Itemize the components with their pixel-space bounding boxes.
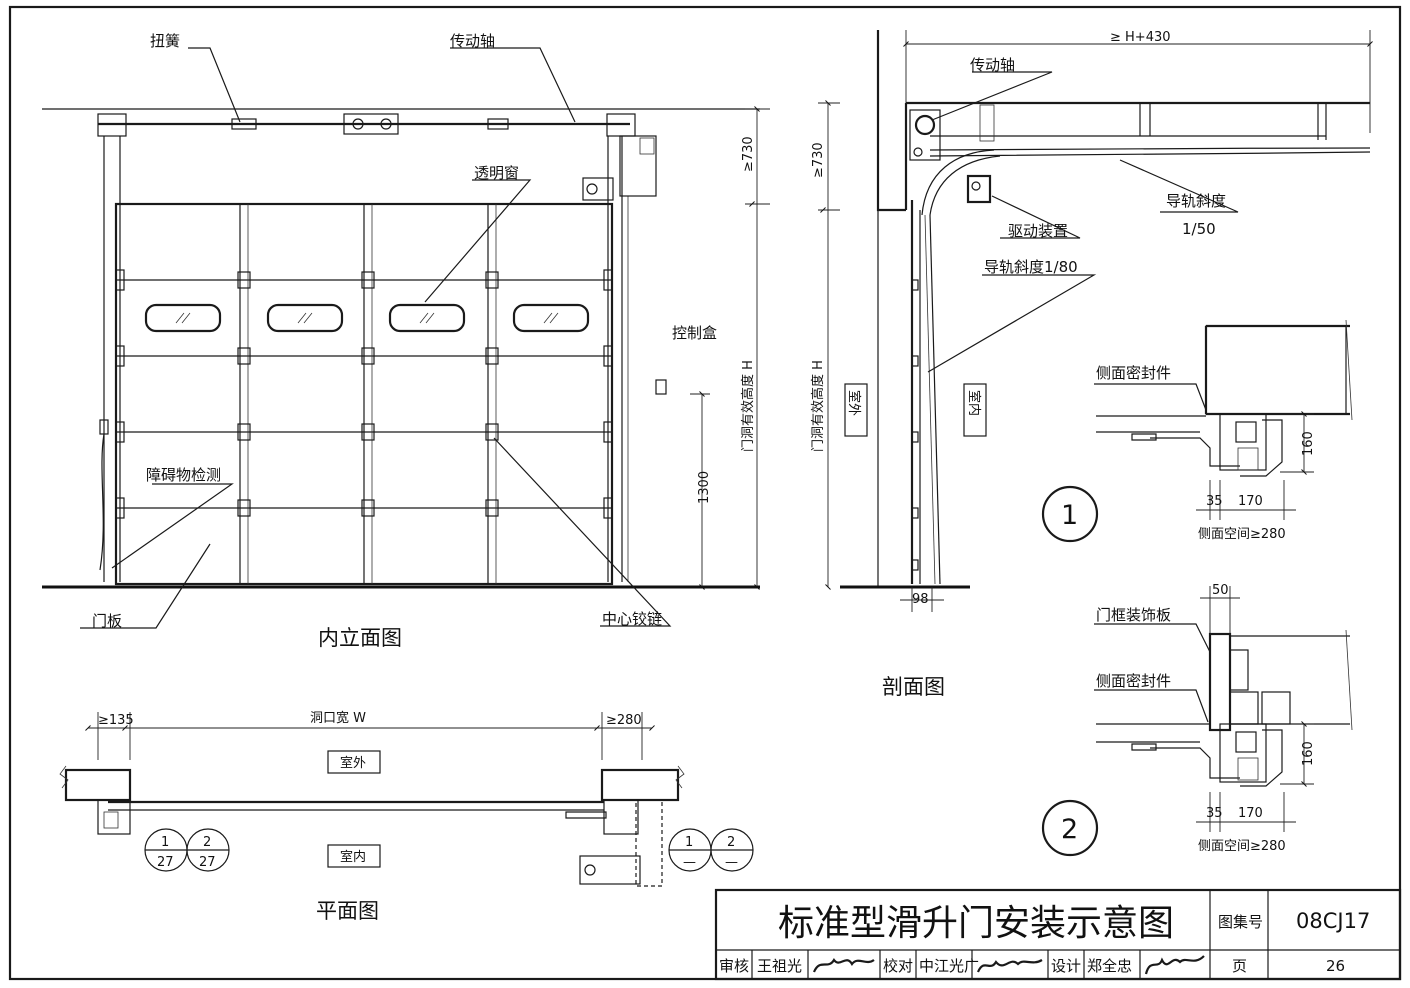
detail-2-dim-170: 170 [1238, 806, 1263, 821]
section-drive-shaft [914, 114, 936, 136]
label-panel: 门板 [92, 612, 122, 630]
plan-dim-left: ≥135 [98, 713, 134, 728]
detail-2-dim-35: 35 [1206, 806, 1223, 821]
section-label-track-slope-value: 1/50 [1182, 220, 1216, 238]
svg-text:1: 1 [685, 835, 693, 850]
label-torsion-spring: 扭簧 [150, 32, 180, 50]
section-label-drive-shaft: 传动轴 [970, 56, 1015, 74]
plan-ref-4: 2 — [710, 828, 754, 872]
drive-unit [619, 135, 657, 197]
detail-2-dim-50: 50 [1212, 583, 1229, 598]
detail-2-trim-label: 门框装饰板 [1096, 606, 1171, 624]
plan-dim-right: ≥280 [606, 713, 642, 728]
detail-1: 1 侧面密封件 160 35 170 侧面空间≥280 [1041, 319, 1353, 543]
detail-2-seal-label: 侧面密封件 [1096, 672, 1171, 690]
title-main: 标准型滑升门安装示意图 [778, 903, 1174, 944]
section-inside-box [963, 383, 987, 437]
label-obstacle: 障碍物检测 [146, 466, 221, 484]
detail-1-dim-35: 35 [1206, 494, 1223, 509]
dim-h430: ≥ H+430 [1110, 30, 1171, 45]
detail-2-space: 侧面空间≥280 [1198, 839, 1286, 854]
title-review-label: 审核 [719, 957, 749, 975]
detail-1-number: 1 [1061, 500, 1078, 531]
sheet-border [8, 5, 1402, 981]
detail-2: 2 50 门框装饰板 侧面密封件 160 35 170 侧面空间≥280 [1041, 583, 1353, 857]
signature-check [976, 959, 1043, 973]
title-page-label: 页 [1232, 957, 1247, 975]
detail-1-dim-160: 160 [1301, 431, 1316, 456]
detail-2-ref-circle [1041, 799, 1099, 857]
detail-1-dim-170: 170 [1238, 494, 1263, 509]
elevation-title: 内立面图 [318, 626, 402, 650]
section-dim-98: 98 [912, 592, 929, 607]
label-drive-shaft: 传动轴 [450, 32, 495, 50]
section-view: ≥ H+430 传动轴 导轨斜度 1/50 驱动装置 导轨斜度1/80 ≥730… [810, 30, 1373, 699]
title-design-label: 设计 [1051, 957, 1081, 975]
title-page-value: 26 [1326, 957, 1345, 975]
svg-text:1: 1 [161, 835, 169, 850]
transparent-windows [144, 303, 590, 333]
plan-ref-3: 1 — [668, 828, 712, 872]
detail-1-space: 侧面空间≥280 [1198, 527, 1286, 542]
section-inside: 室内 [966, 390, 982, 416]
plan-ref-1: 1 27 [144, 828, 188, 872]
section-dim-height: 门洞有效高度 H [810, 360, 826, 452]
section-label-track-slope: 导轨斜度 [1166, 192, 1226, 210]
svg-text:2: 2 [727, 835, 735, 850]
detail-1-seal-label: 侧面密封件 [1096, 364, 1171, 382]
svg-text:27: 27 [199, 855, 216, 870]
section-label-track-slope-vertical: 导轨斜度1/80 [984, 258, 1078, 276]
detail-2-dim-160: 160 [1301, 741, 1316, 766]
dim-opening-height: 门洞有效高度 H [740, 360, 756, 452]
title-check-label: 校对 [883, 957, 913, 975]
section-outside: 室外 [846, 390, 862, 416]
label-hinge: 中心铰链 [602, 610, 662, 628]
label-window: 透明窗 [474, 164, 519, 182]
title-block: 标准型滑升门安装示意图 图集号 08CJ17 审核 王祖光 校对 中江光广 设计… [714, 888, 1402, 981]
title-atlas-value: 08CJ17 [1296, 909, 1370, 933]
section-title: 剖面图 [882, 675, 945, 699]
signature-design [1144, 955, 1205, 975]
plan-view: 室外 室内 ≥135 洞口宽 W ≥280 1 27 2 27 1 — 2 — [59, 710, 754, 923]
detail-2-number: 2 [1061, 814, 1078, 845]
signature-review [812, 958, 875, 973]
detail-1-ref-circle [1041, 485, 1099, 543]
plan-inside-box [327, 844, 381, 868]
title-atlas-label: 图集号 [1218, 913, 1263, 931]
label-control-box: 控制盒 [672, 324, 717, 342]
plan-title: 平面图 [316, 899, 379, 923]
plan-outside-box [327, 750, 381, 774]
elevation-view: 扭簧 传动轴 透明窗 控制盒 障碍物检测 门板 中心铰链 ≥730 门洞有效高度… [42, 32, 770, 650]
section-outside-box [844, 383, 868, 437]
dim-top-730: ≥730 [741, 136, 756, 172]
svg-text:—: — [683, 855, 696, 870]
section-dim-730: ≥730 [811, 142, 826, 178]
svg-text:27: 27 [157, 855, 174, 870]
plan-dim-width: 洞口宽 W [310, 710, 366, 726]
svg-text:—: — [725, 855, 738, 870]
plan-inside: 室内 [340, 849, 366, 865]
section-label-drive: 驱动装置 [1008, 222, 1068, 240]
svg-text:2: 2 [203, 835, 211, 850]
title-check-name: 中江光广 [919, 957, 979, 975]
plan-ref-2: 2 27 [186, 828, 230, 872]
section-drive-unit [966, 174, 992, 204]
title-design-name: 郑全忠 [1087, 957, 1132, 975]
control-box [655, 379, 667, 395]
title-review-name: 王祖光 [757, 957, 802, 975]
plan-outside: 室外 [340, 755, 366, 771]
dim-1300: 1300 [697, 471, 712, 504]
